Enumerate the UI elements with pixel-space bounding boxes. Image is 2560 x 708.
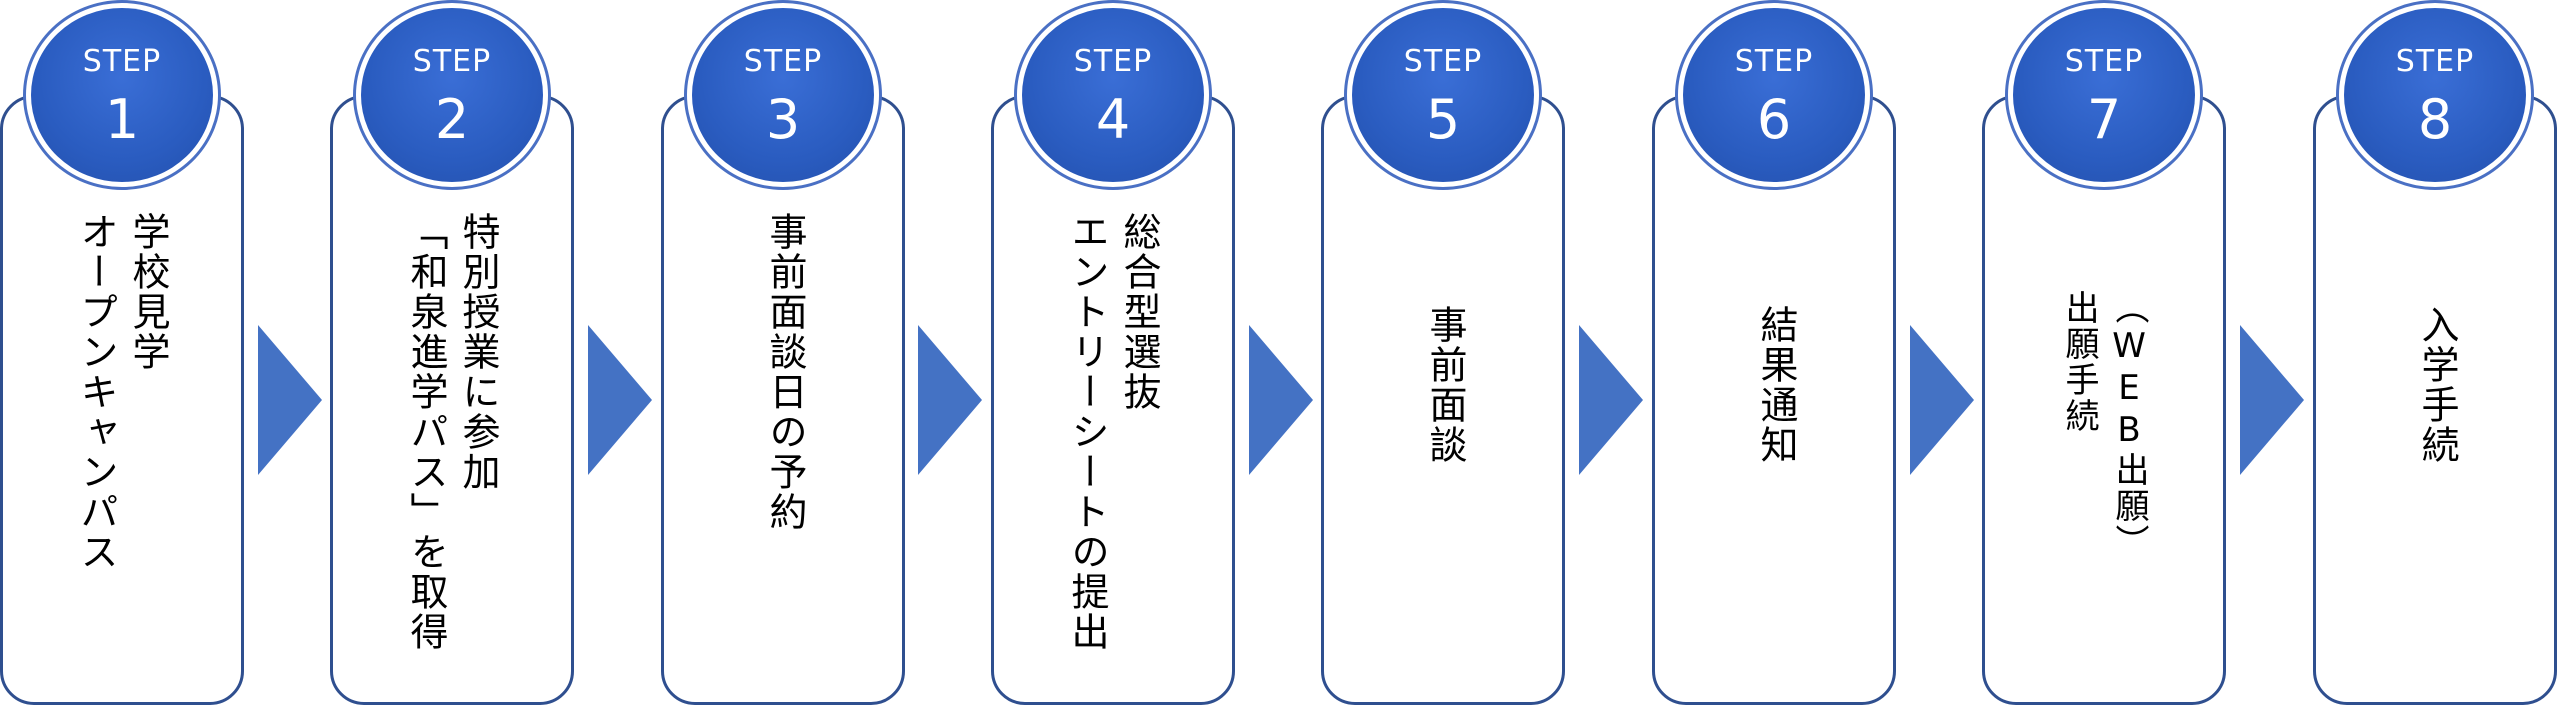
step-number: 4 xyxy=(1095,88,1131,151)
step-label: STEP xyxy=(2395,44,2475,79)
step-number: 7 xyxy=(2086,88,2122,151)
step-4: STEP 4 総合型選抜 エントリーシートの提出 xyxy=(991,0,1241,708)
step-label: STEP xyxy=(743,44,823,79)
step-card xyxy=(330,95,574,705)
step-badge: STEP 7 xyxy=(2013,8,2195,182)
step-label: STEP xyxy=(1403,44,1483,79)
right-arrow-icon xyxy=(1910,325,1974,475)
step-text: 結果通知 xyxy=(1754,305,1798,465)
step-card xyxy=(1982,95,2226,705)
right-arrow-icon xyxy=(588,325,652,475)
step-badge: STEP 4 xyxy=(1022,8,1204,182)
step-text: 特別授業に参加 「和泉進学パス」を取得 xyxy=(404,212,500,652)
step-card xyxy=(2313,95,2557,705)
step-number: 3 xyxy=(765,88,801,151)
step-7: STEP 7 （WEB出願） 出願手続 xyxy=(1982,0,2232,708)
step-number: 6 xyxy=(1756,88,1792,151)
step-8: STEP 8 入学手続 xyxy=(2313,0,2560,708)
step-number: 8 xyxy=(2417,88,2453,151)
step-label: STEP xyxy=(1073,44,1153,79)
right-arrow-icon xyxy=(1579,325,1643,475)
step-label: STEP xyxy=(2064,44,2144,79)
step-label: STEP xyxy=(1734,44,1814,79)
right-arrow-icon xyxy=(918,325,982,475)
step-card xyxy=(1652,95,1896,705)
step-text: 事前面談日の予約 xyxy=(763,212,807,532)
step-number: 2 xyxy=(434,88,470,151)
step-card xyxy=(0,95,244,705)
step-6: STEP 6 結果通知 xyxy=(1652,0,1902,708)
step-badge: STEP 8 xyxy=(2344,8,2526,182)
step-5: STEP 5 事前面談 xyxy=(1321,0,1571,708)
step-card xyxy=(661,95,905,705)
step-card xyxy=(991,95,1235,705)
step-number: 1 xyxy=(104,88,140,151)
step-label: STEP xyxy=(82,44,162,79)
step-text: 事前面談 xyxy=(1423,305,1467,465)
step-badge: STEP 6 xyxy=(1683,8,1865,182)
right-arrow-icon xyxy=(2240,325,2304,475)
step-text: 入学手続 xyxy=(2415,305,2459,465)
right-arrow-icon xyxy=(1249,325,1313,475)
step-badge: STEP 2 xyxy=(361,8,543,182)
step-number: 5 xyxy=(1425,88,1461,151)
step-badge: STEP 1 xyxy=(31,8,213,182)
step-badge: STEP 3 xyxy=(692,8,874,182)
step-label: STEP xyxy=(412,44,492,79)
step-text: 学校見学 オープンキャンパス xyxy=(74,212,170,572)
step-2: STEP 2 特別授業に参加 「和泉進学パス」を取得 xyxy=(330,0,580,708)
step-3: STEP 3 事前面談日の予約 xyxy=(661,0,911,708)
right-arrow-icon xyxy=(258,325,322,475)
step-text: （WEB出願） 出願手続 xyxy=(2059,290,2149,560)
step-badge: STEP 5 xyxy=(1352,8,1534,182)
step-1: STEP 1 学校見学 オープンキャンパス xyxy=(0,0,250,708)
step-text: 総合型選抜 エントリーシートの提出 xyxy=(1065,212,1161,652)
